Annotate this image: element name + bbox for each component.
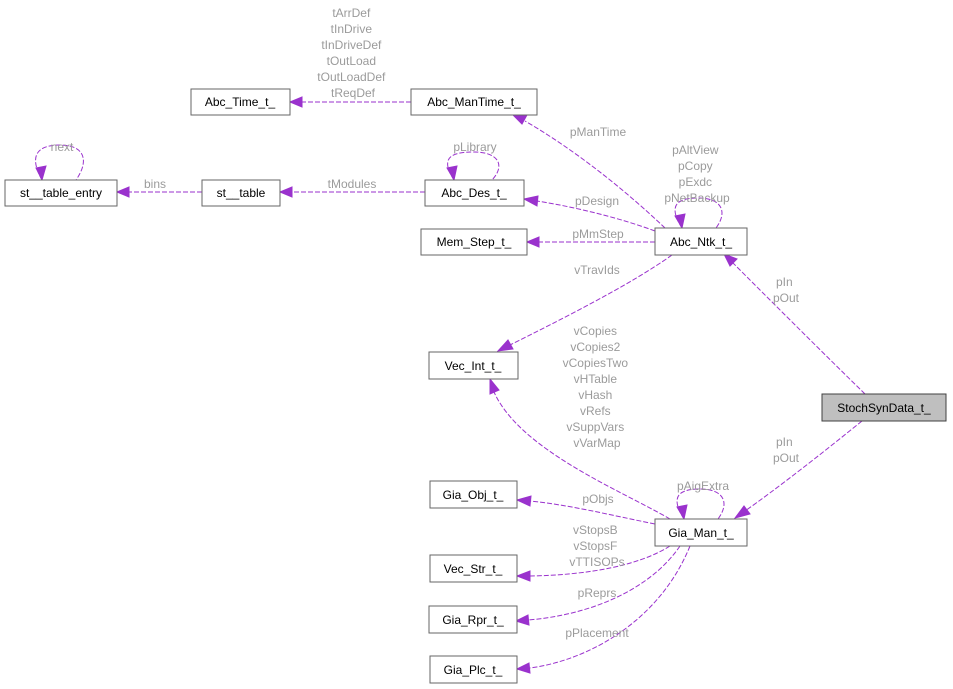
edge-label-man-vecint: vCopies vCopies2 vCopiesTwo vHTable vHas… — [563, 324, 632, 450]
edge-table-to-entry — [115, 186, 202, 198]
svg-text:Gia_Man_t_: Gia_Man_t_ — [668, 526, 734, 540]
svg-text:Vec_Int_t_: Vec_Int_t_ — [445, 359, 502, 373]
edge-label-stoch-ntk: pIn pOut — [773, 275, 800, 305]
svg-text:StochSynData_t_: StochSynData_t_ — [837, 401, 931, 415]
edge-man-to-vecint — [489, 377, 671, 520]
edge-ntk-self — [674, 197, 723, 230]
edge-label-man-str: vStopsB vStopsF vTTISOPs — [569, 523, 624, 569]
edge-label-man-self: pAigExtra — [677, 479, 729, 493]
edge-ntk-to-des — [522, 195, 656, 232]
edge-label-des-self: pLibrary — [453, 140, 496, 154]
edge-label-stoch-man: pIn pOut — [773, 435, 800, 465]
node-gia-rpr[interactable]: Gia_Rpr_t_ — [428, 605, 518, 634]
edge-label-man-plc: pPlacement — [565, 626, 629, 640]
node-st-table[interactable]: st__table — [201, 179, 281, 207]
edge-label-ntk-mantime: pManTime — [570, 125, 627, 139]
svg-text:Abc_Des_t_: Abc_Des_t_ — [441, 186, 507, 200]
edge-label-man-obj: pObjs — [582, 492, 613, 506]
node-mem-step[interactable]: Mem_Step_t_ — [420, 228, 528, 256]
edge-des-self — [446, 151, 500, 182]
node-gia-plc[interactable]: Gia_Plc_t_ — [429, 655, 518, 684]
svg-text:Mem_Step_t_: Mem_Step_t_ — [437, 235, 512, 249]
edge-man-to-obj — [515, 495, 656, 525]
edge-man-to-str — [515, 545, 671, 582]
edge-des-to-table — [278, 186, 425, 198]
svg-text:Gia_Plc_t_: Gia_Plc_t_ — [444, 663, 503, 677]
edge-mantime-to-time — [288, 96, 411, 108]
svg-text:Gia_Rpr_t_: Gia_Rpr_t_ — [442, 613, 504, 627]
edge-label-ntk-vecint: vTravIds — [574, 263, 620, 277]
edge-stoch-to-ntk — [722, 253, 866, 395]
svg-text:Gia_Obj_t_: Gia_Obj_t_ — [443, 488, 504, 502]
node-st-table-entry[interactable]: st__table_entry — [4, 179, 118, 207]
node-vec-str[interactable]: Vec_Str_t_ — [429, 554, 518, 583]
svg-text:Vec_Str_t_: Vec_Str_t_ — [444, 562, 503, 576]
svg-text:Abc_ManTime_t_: Abc_ManTime_t_ — [427, 95, 521, 109]
edge-label-entry-self: next — [51, 140, 74, 154]
node-gia-obj[interactable]: Gia_Obj_t_ — [429, 480, 518, 509]
node-abc-ntk[interactable]: Abc_Ntk_t_ — [654, 227, 748, 256]
edge-label-table-entry: bins — [144, 177, 166, 191]
node-abc-mantime[interactable]: Abc_ManTime_t_ — [410, 88, 538, 116]
edge-label-ntk-self: pAltView pCopy pExdc pNetBackup — [664, 143, 730, 205]
svg-text:Abc_Ntk_t_: Abc_Ntk_t_ — [670, 235, 732, 249]
node-gia-man[interactable]: Gia_Man_t_ — [654, 518, 748, 547]
edge-ntk-to-vecint — [496, 254, 673, 352]
edge-label-man-rpr: pReprs — [578, 586, 617, 600]
edge-stoch-to-man — [733, 420, 863, 519]
edge-label-ntk-des: pDesign — [575, 194, 619, 208]
edge-label-des-table: tModules — [328, 177, 377, 191]
node-abc-des[interactable]: Abc_Des_t_ — [424, 179, 525, 207]
svg-text:st__table: st__table — [217, 186, 266, 200]
edge-man-to-plc — [515, 545, 691, 674]
edge-entry-self — [35, 144, 84, 182]
edge-label-mantime-time: tArrDef tInDrive tInDriveDef tOutLoad tO… — [317, 6, 388, 100]
edge-label-ntk-mem: pMmStep — [572, 227, 624, 241]
node-stochsyndata[interactable]: StochSynData_t_ — [821, 393, 947, 422]
edge-man-self — [676, 488, 725, 521]
svg-text:Abc_Time_t_: Abc_Time_t_ — [205, 95, 276, 109]
svg-text:st__table_entry: st__table_entry — [20, 186, 102, 200]
edge-man-to-rpr — [514, 545, 681, 626]
edge-ntk-to-mem — [525, 236, 655, 248]
node-vec-int[interactable]: Vec_Int_t_ — [428, 351, 519, 380]
node-abc-time[interactable]: Abc_Time_t_ — [190, 88, 291, 116]
